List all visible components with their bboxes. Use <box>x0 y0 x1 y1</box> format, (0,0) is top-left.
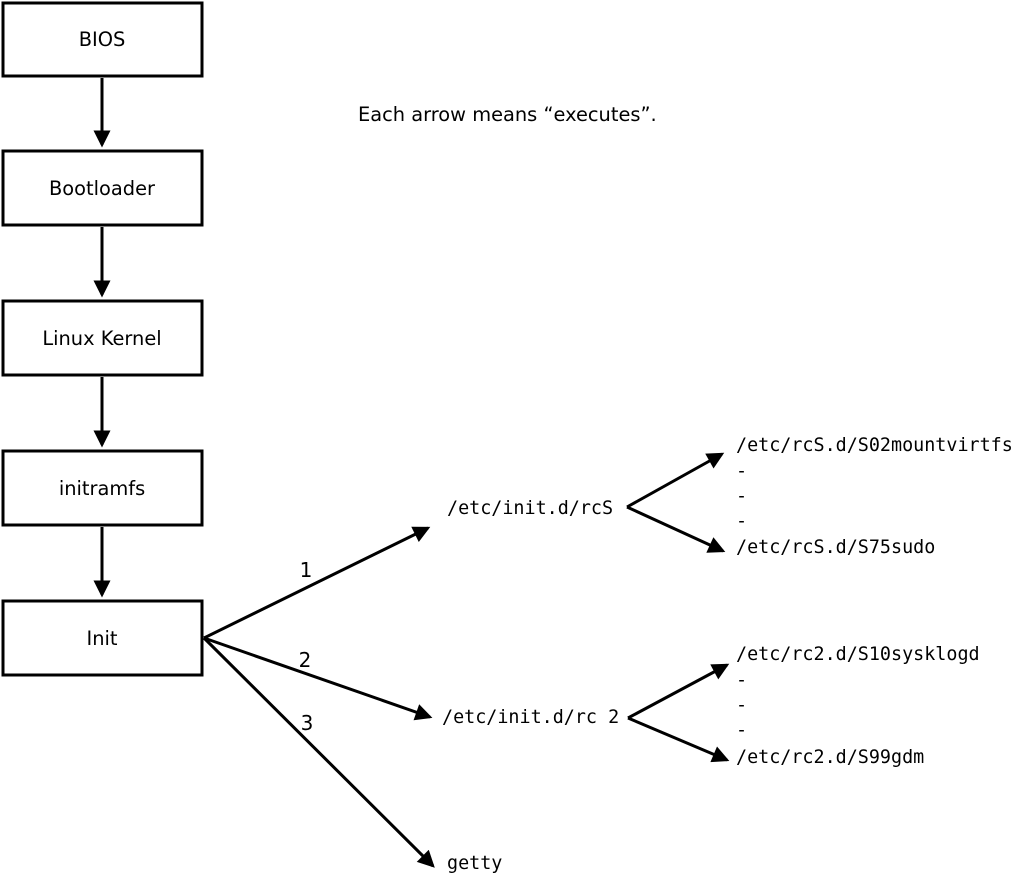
node-bootloader-label: Bootloader <box>49 177 155 200</box>
rcs-script-0: /etc/rcS.d/S02mountvirtfs <box>736 435 1013 456</box>
node-initramfs-label: initramfs <box>59 477 145 500</box>
rcs-script-4: /etc/rcS.d/S75sudo <box>736 537 935 558</box>
rc2-script-3: - <box>736 720 747 741</box>
edge-label-3: 3 <box>301 711 314 735</box>
node-linux-kernel-label: Linux Kernel <box>42 327 161 350</box>
target-rc2: /etc/init.d/rc 2 <box>442 707 619 728</box>
edge-label-2: 2 <box>299 648 312 672</box>
arrow-rc2-to-last-script <box>627 716 730 763</box>
node-bootloader <box>1 149 204 227</box>
arrow-init-to-rc2 <box>203 636 433 721</box>
arrow-init-to-rcs <box>203 526 431 640</box>
arrow-rcs-to-first-script <box>626 452 725 509</box>
node-bios-label: BIOS <box>79 28 126 51</box>
note-text: Each arrow means “executes”. <box>358 103 657 126</box>
target-rcs: /etc/init.d/rcS <box>447 498 613 519</box>
rc2-script-0: /etc/rc2.d/S10sysklogd <box>736 644 980 665</box>
rcs-script-2: - <box>736 486 747 507</box>
arrow-init-to-getty <box>202 636 435 868</box>
rc2-script-4: /etc/rc2.d/S99gdm <box>736 747 924 768</box>
node-initramfs <box>1 449 204 527</box>
rcs-script-3: - <box>736 511 747 532</box>
edge-label-1: 1 <box>300 558 313 582</box>
rc2-script-2: - <box>736 695 747 716</box>
node-bios <box>1 1 204 78</box>
rcs-script-1: - <box>736 461 747 482</box>
target-getty: getty <box>447 853 502 874</box>
arrow-rc2-to-first-script <box>627 663 730 720</box>
rc2-script-1: - <box>736 670 747 691</box>
node-linux-kernel <box>1 299 204 377</box>
node-init-label: Init <box>87 627 118 650</box>
node-init <box>1 599 204 677</box>
arrow-rcs-to-last-script <box>626 505 726 553</box>
